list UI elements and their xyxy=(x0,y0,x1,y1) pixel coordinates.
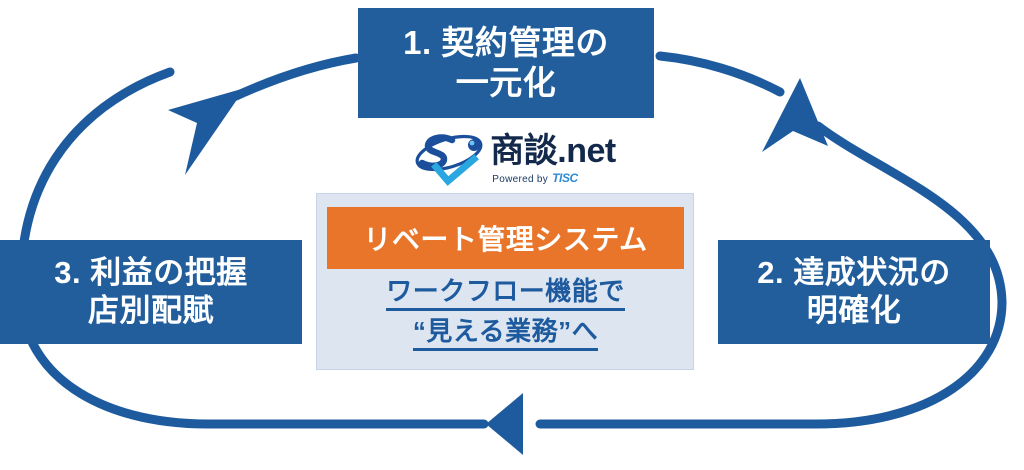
arc-left-to-top xyxy=(231,53,361,101)
product-logo: 商談.net Powered by TISC xyxy=(396,126,632,192)
logo-text: 商談.net xyxy=(490,131,616,170)
step-1-line-2: 一元化 xyxy=(455,64,557,101)
tisc-brand-label: TISC xyxy=(552,170,578,185)
workflow-tagline-line-1: ワークフロー機能で xyxy=(386,278,625,311)
rebate-system-banner-label: リベート管理システム xyxy=(363,224,648,255)
rebate-system-banner: リベート管理システム xyxy=(327,207,684,269)
step-3-line-1: 3. 利益の把握 xyxy=(54,255,248,291)
step-box-3[interactable]: 3. 利益の把握 店別配賦 xyxy=(0,240,302,344)
arrowhead-right-up-icon xyxy=(762,78,828,152)
arrowhead-bottom-left-icon xyxy=(486,393,523,455)
arc-top-to-right xyxy=(655,51,785,97)
s-orbit-check-logo-icon xyxy=(415,134,483,186)
powered-by-label: Powered by xyxy=(492,173,549,185)
workflow-tagline-line-2: “見える業務”へ xyxy=(412,318,599,351)
step-3-line-2: 店別配賦 xyxy=(88,293,214,328)
step-2-line-2: 明確化 xyxy=(806,293,902,328)
step-1-line-1: 1. 契約管理の xyxy=(403,23,609,61)
step-box-2[interactable]: 2. 達成状況の 明確化 xyxy=(718,240,990,344)
arrowhead-left-up-icon xyxy=(168,88,245,175)
step-box-1[interactable]: 1. 契約管理の 一元化 xyxy=(358,8,654,118)
powered-by-row: Powered by TISC xyxy=(490,171,578,185)
workflow-tagline: ワークフロー機能で “見える業務”へ xyxy=(327,278,684,364)
logo-wordmark: 商談.net Powered by TISC xyxy=(490,131,616,185)
step-2-line-1: 2. 達成状況の xyxy=(757,255,951,291)
